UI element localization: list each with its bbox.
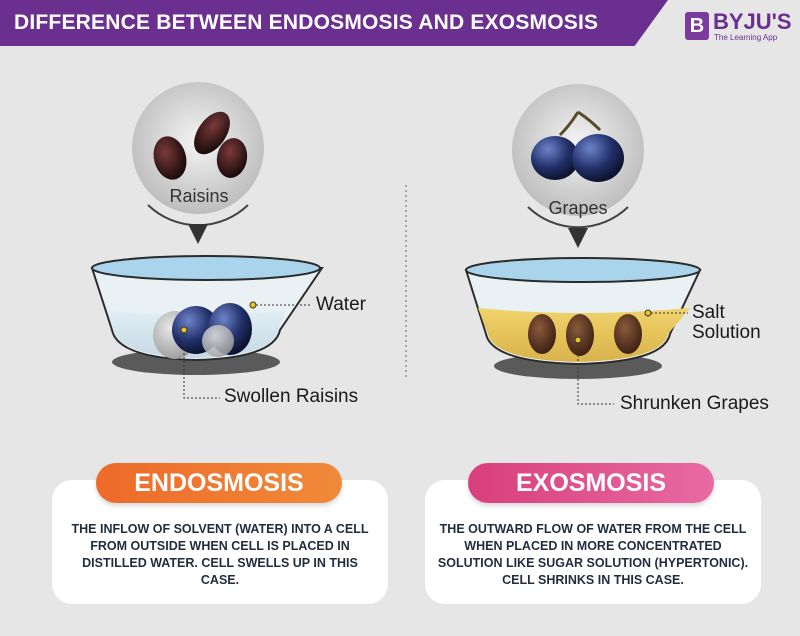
water-label: Water (316, 294, 366, 315)
raisins-circle (132, 82, 264, 244)
raisins-label: Raisins (169, 186, 229, 206)
exosmosis-title: EXOSMOSIS (468, 463, 714, 503)
logo-name: BYJU'S (713, 9, 792, 34)
solution-label: Solution (692, 322, 761, 343)
grapes-circle (512, 84, 644, 248)
header-banner (0, 0, 668, 46)
byjus-logo-icon: B (685, 12, 709, 40)
page-title: DIFFERENCE BETWEEN ENDOSMOSIS AND EXOSMO… (14, 11, 599, 34)
swollen-raisins-label: Swollen Raisins (224, 386, 359, 407)
endosmosis-title: ENDOSMOSIS (96, 463, 342, 503)
water-bowl (90, 255, 324, 375)
logo-tagline: The Learning App (714, 33, 778, 42)
grapes-label: Grapes (548, 198, 608, 218)
exosmosis-description: THE OUTWARD FLOW OF WATER FROM THE CELL … (437, 522, 749, 587)
shrunken-grapes-label: Shrunken Grapes (620, 393, 769, 414)
salt-label: Salt (692, 302, 725, 323)
endosmosis-description: THE INFLOW OF SOLVENT (WATER) INTO A CEL… (71, 522, 369, 587)
salt-solution-bowl (464, 257, 702, 379)
